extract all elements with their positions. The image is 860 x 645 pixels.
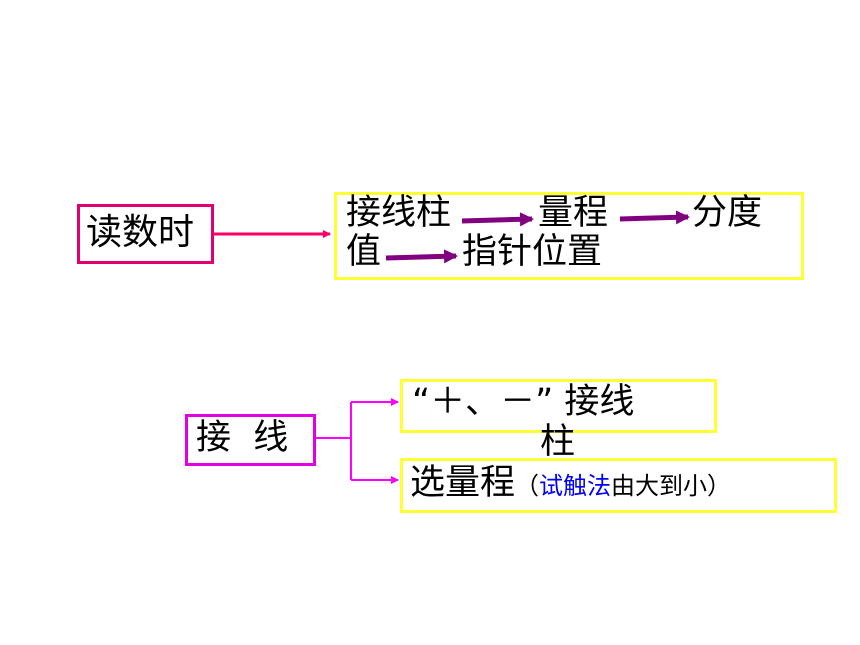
range-box: [400, 458, 837, 513]
range-rest: 由大到小）: [611, 472, 732, 500]
arrow-step-1: [461, 212, 534, 227]
step-division: 分度: [692, 193, 763, 233]
arrow-step-2: [619, 210, 690, 225]
wiring-label: 接 线: [196, 418, 289, 458]
terminals-line2: 柱: [540, 422, 576, 462]
wiring-label-box: [185, 414, 316, 466]
range-open-paren: （: [515, 472, 540, 500]
range-main: 选量程: [410, 463, 516, 503]
step-division-value: 值: [346, 232, 382, 272]
reading-steps-box: [334, 192, 804, 280]
step-range: 量程: [538, 193, 609, 233]
range-method: 试触法: [539, 472, 612, 500]
reading-label: 读数时: [86, 212, 195, 253]
terminals-box: [400, 379, 717, 433]
range-line: 选量程（试触法由大到小）: [410, 466, 731, 501]
arrow-step-3: [385, 249, 458, 264]
terminals-line1: “＋、－” 接线: [412, 382, 635, 422]
step-pointer-position: 指针位置: [462, 232, 603, 272]
reading-label-box: [77, 204, 214, 264]
step-terminal: 接线柱: [346, 193, 452, 233]
